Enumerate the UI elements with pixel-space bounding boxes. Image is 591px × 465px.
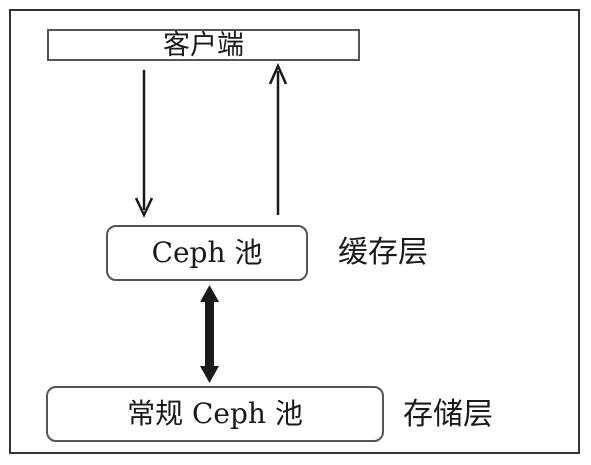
- storage-pool-label: 常规 Ceph 池: [127, 397, 303, 430]
- cache-pool-box: Ceph 池: [106, 225, 308, 281]
- client-label: 客户端: [163, 29, 244, 61]
- arrow-client-to-cache: [134, 70, 154, 218]
- storage-pool-box: 常规 Ceph 池: [46, 386, 384, 442]
- diagram-frame: [9, 9, 580, 454]
- client-box: 客户端: [47, 29, 360, 61]
- cache-pool-label: Ceph 池: [151, 236, 263, 269]
- storage-tier-label: 存储层: [403, 397, 493, 432]
- cache-tier-label: 缓存层: [338, 235, 428, 270]
- arrow-cache-to-client: [268, 62, 288, 215]
- arrow-cache-storage-bidirectional: [200, 285, 219, 383]
